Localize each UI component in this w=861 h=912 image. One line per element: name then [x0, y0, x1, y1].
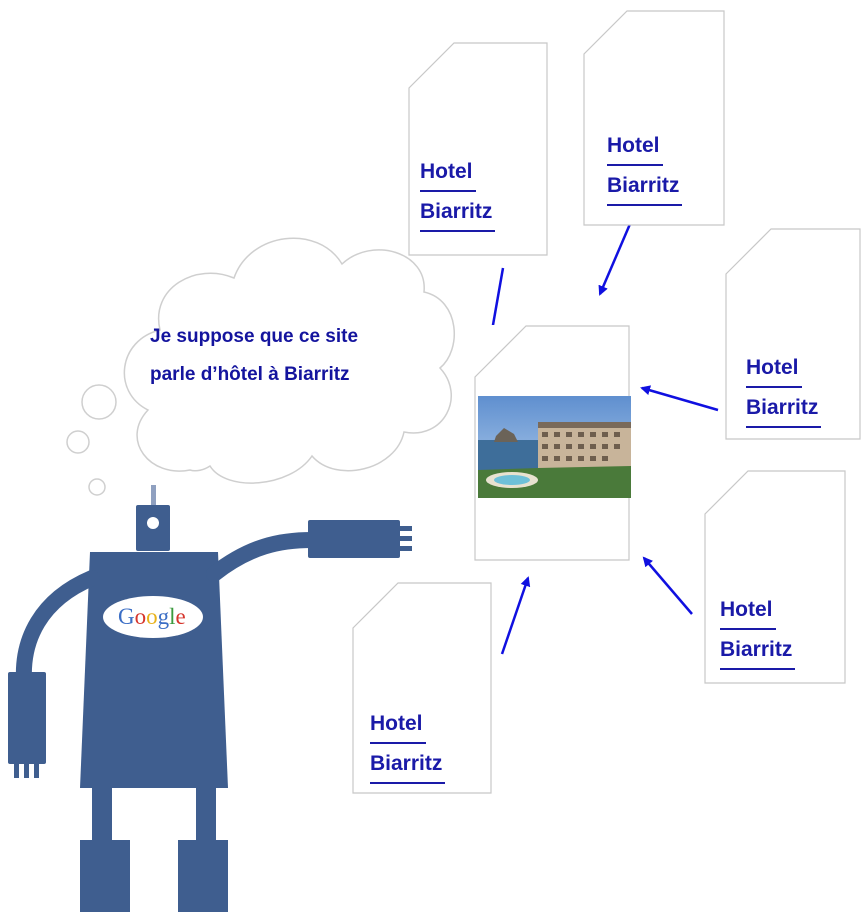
- linking-page-2-anchor[interactable]: Hotel Biarritz: [607, 128, 683, 208]
- linking-page-3: Hotel Biarritz: [725, 228, 861, 440]
- google-logo: Google: [118, 604, 186, 630]
- arrows: [486, 223, 719, 655]
- anchor-word-hotel: Hotel: [370, 706, 426, 744]
- thought-line-2: parle d’hôtel à Biarritz: [150, 364, 350, 385]
- robot-right-foot: [178, 840, 228, 912]
- anchor-word-biarritz: Biarritz: [720, 632, 796, 670]
- linking-page-1-outline: [408, 42, 548, 256]
- robot-antenna: [151, 485, 156, 507]
- linking-page-4-outline: [704, 470, 846, 684]
- robot-right-finger-2: [398, 536, 412, 541]
- anchor-word-hotel: Hotel: [607, 128, 663, 166]
- arrow-2: [598, 223, 632, 296]
- robot-left-finger-2: [24, 764, 29, 778]
- robot-right-hand: [308, 520, 400, 558]
- google-logo-letter: l: [169, 604, 176, 629]
- robot-left-arm: [15, 570, 100, 688]
- linking-page-4: Hotel Biarritz: [704, 470, 846, 684]
- linking-page-1: Hotel Biarritz: [408, 42, 548, 256]
- anchor-word-biarritz: Biarritz: [746, 390, 822, 428]
- linking-page-2-outline: [583, 10, 725, 226]
- google-logo-letter: e: [175, 604, 186, 629]
- thought-text: Je suppose que ce site parle d’hôtel à B…: [150, 318, 440, 394]
- robot-left-hand: [8, 672, 46, 764]
- robot-right-arm: [206, 532, 320, 582]
- thought-cloud: [123, 237, 455, 484]
- anchor-word-hotel: Hotel: [420, 154, 476, 192]
- robot-left-finger-1: [14, 764, 19, 778]
- robot-right-finger-1: [398, 526, 412, 531]
- google-logo-letter: g: [157, 604, 170, 629]
- arrow-3: [640, 385, 719, 412]
- google-logo-letter: G: [118, 604, 135, 629]
- anchor-word-biarritz: Biarritz: [607, 168, 683, 206]
- robot-right-leg: [196, 788, 216, 842]
- robot-left-leg: [92, 788, 112, 842]
- robot: [8, 485, 412, 912]
- google-logo-letter: o: [134, 604, 147, 629]
- anchor-word-hotel: Hotel: [746, 350, 802, 388]
- arrow-5: [500, 576, 531, 655]
- thought-bubble-large: [81, 384, 117, 420]
- linking-page-5: Hotel Biarritz: [352, 582, 492, 794]
- linking-page-2: Hotel Biarritz: [583, 10, 725, 226]
- anchor-word-biarritz: Biarritz: [370, 746, 446, 784]
- linking-page-3-anchor[interactable]: Hotel Biarritz: [746, 350, 822, 430]
- linking-page-4-anchor[interactable]: Hotel Biarritz: [720, 592, 796, 672]
- linking-page-1-anchor[interactable]: Hotel Biarritz: [420, 154, 496, 234]
- arrow-4: [642, 556, 693, 615]
- robot-body: [80, 552, 228, 788]
- thought-bubble-medium: [66, 430, 90, 454]
- robot-badge: [103, 596, 203, 638]
- anchor-word-biarritz: Biarritz: [420, 194, 496, 232]
- thought-bubble-small: [88, 478, 106, 496]
- robot-eye: [147, 517, 159, 529]
- google-logo-letter: o: [146, 604, 158, 629]
- hotel-photo: [478, 396, 631, 498]
- robot-left-foot: [80, 840, 130, 912]
- linking-page-5-outline: [352, 582, 492, 794]
- robot-right-finger-3: [398, 546, 412, 551]
- thought-line-1: Je suppose que ce site: [150, 326, 359, 347]
- anchor-word-hotel: Hotel: [720, 592, 776, 630]
- hotel-photo-image: [478, 396, 631, 498]
- linking-page-5-anchor[interactable]: Hotel Biarritz: [370, 706, 446, 786]
- robot-left-finger-3: [34, 764, 39, 778]
